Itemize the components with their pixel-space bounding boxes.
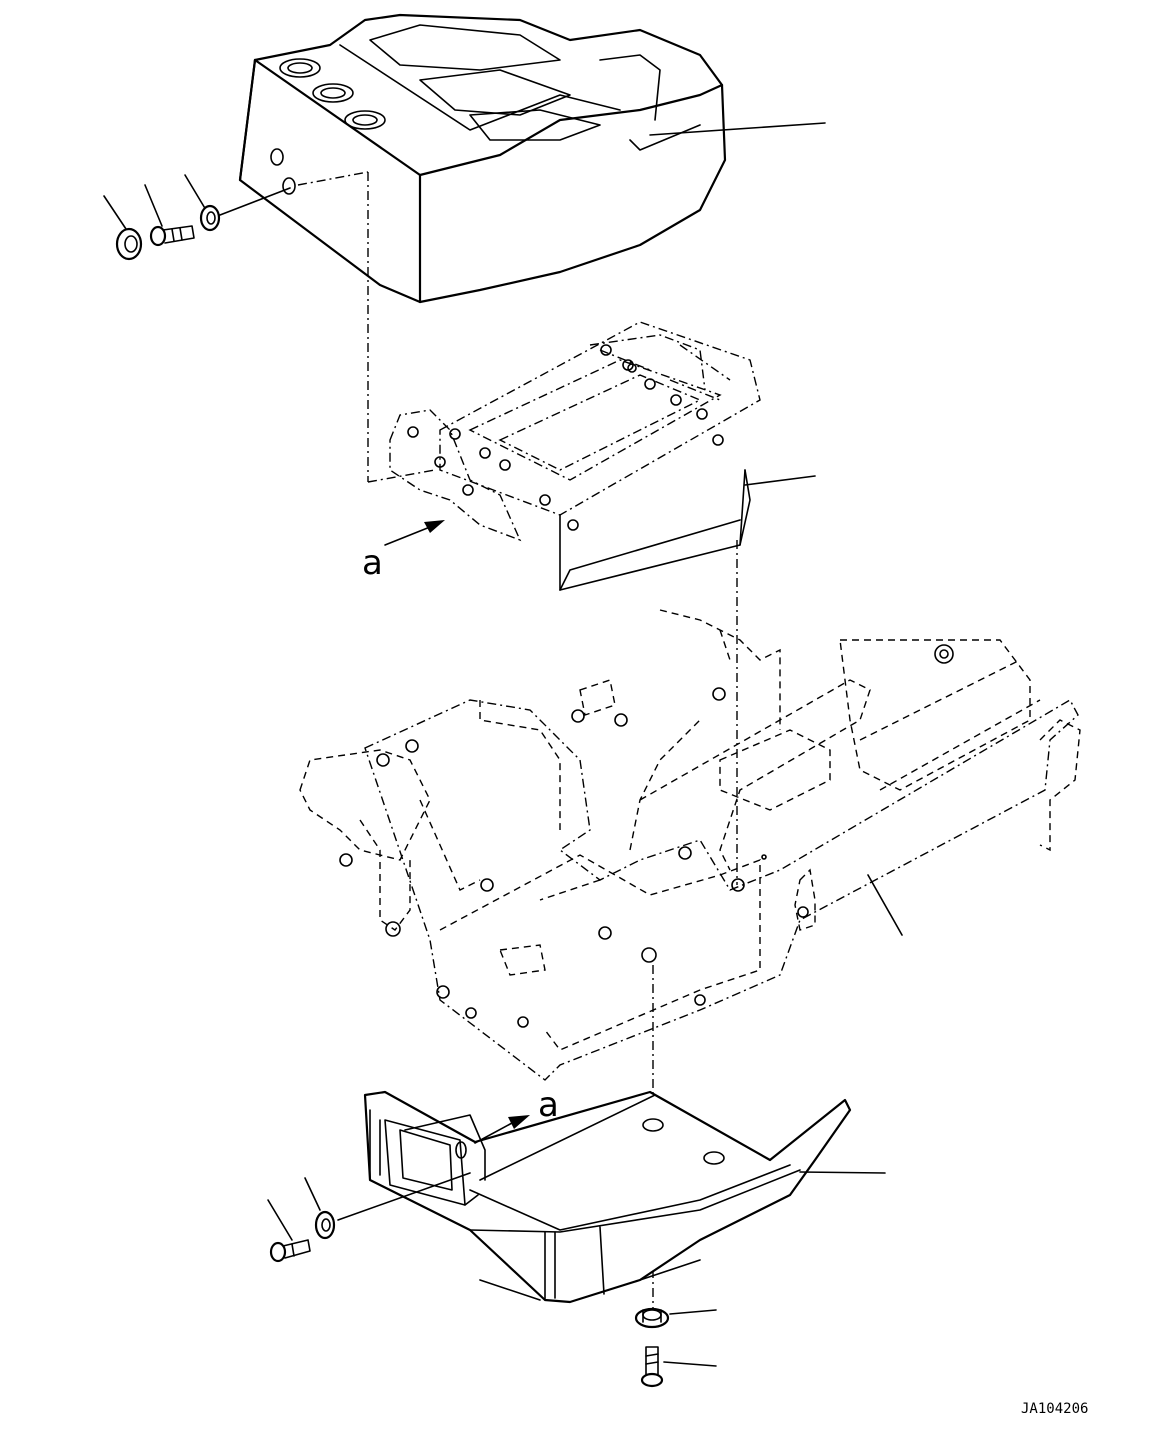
view-arrow-lower [474, 1115, 530, 1144]
leader-line-frame [867, 874, 903, 936]
leader-line-nut-bottom [669, 1309, 717, 1315]
leader-line-bolt-bottom [663, 1361, 717, 1367]
assembly-axis-link [367, 469, 436, 483]
assembly-axis-upper [297, 171, 369, 186]
flange-nut-bottom [634, 1307, 670, 1329]
view-label-lower: a [538, 1085, 559, 1125]
fastener-axis-lower [337, 1172, 471, 1221]
washer-upper [199, 204, 221, 232]
leader-lines-upper [103, 122, 826, 233]
leader-line-bolt-lower [267, 1199, 293, 1241]
leader-line-bracket [744, 475, 816, 486]
drawing-code: JA104206 [1021, 1401, 1088, 1417]
console-cover-upper [238, 13, 727, 304]
console-cover-lower [363, 1090, 852, 1304]
bracket-frame-middle [389, 321, 761, 591]
washer-lower [314, 1210, 336, 1240]
cap-nut-upper [115, 227, 143, 261]
view-arrow-upper [384, 520, 445, 546]
leader-line-lower-cover [799, 1171, 886, 1174]
bolt-lower [269, 1239, 311, 1263]
fastener-axis-upper [219, 187, 291, 216]
bolt-bottom [640, 1346, 664, 1388]
bolt-upper [149, 225, 195, 247]
leader-line-washer-lower [304, 1177, 321, 1211]
mounting-frame-lower [299, 609, 1081, 1081]
view-label-upper: a [362, 543, 383, 583]
